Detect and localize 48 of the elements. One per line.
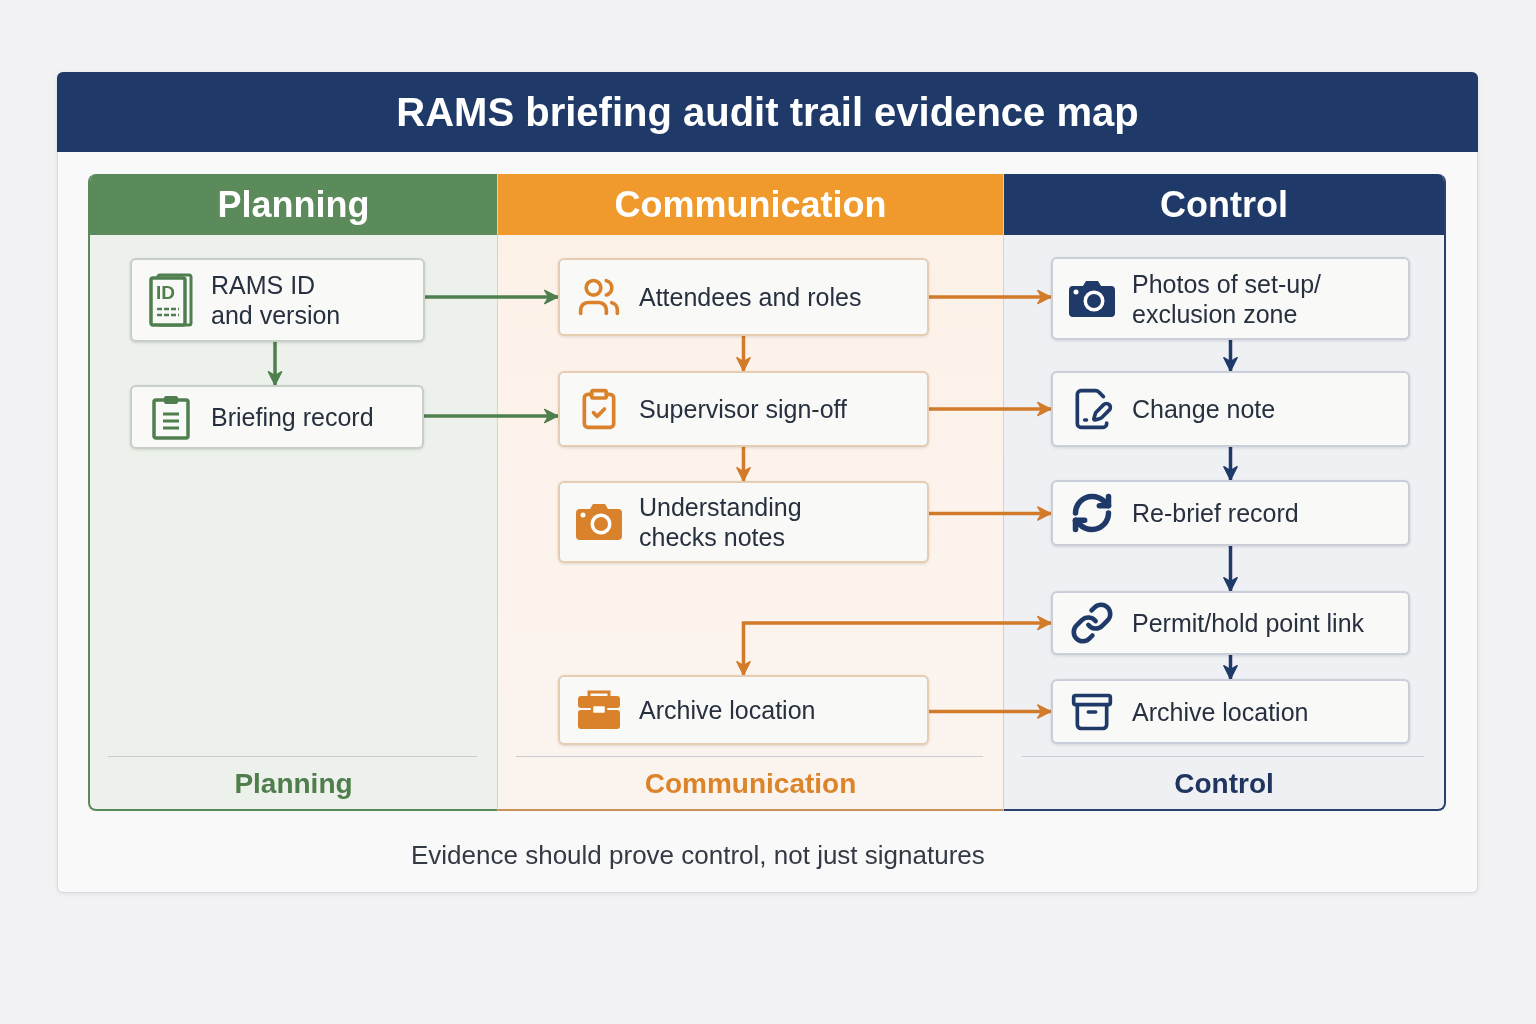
arrow [929, 401, 1052, 417]
node-label: Supervisor sign-off [639, 394, 847, 424]
arrow [422, 408, 559, 424]
lane-footer-label: Communication [643, 767, 858, 801]
arrow [1223, 655, 1238, 680]
node-label: Understanding checks notes [639, 492, 803, 552]
lane-header: Control [1004, 174, 1444, 235]
arrow [736, 615, 1052, 676]
node-label: RAMS ID and version [211, 270, 342, 330]
arrow [736, 447, 751, 482]
arrow [929, 506, 1052, 521]
node-label: Archive location [639, 695, 816, 725]
node-label: Photos of set-up/ exclusion zone [1132, 268, 1322, 329]
arrow [423, 289, 559, 305]
evidence-box [558, 258, 929, 336]
title-bar: RAMS briefing audit trail evidence map [57, 72, 1478, 152]
evidence-box [558, 371, 929, 447]
node-label: Re-brief record [1132, 498, 1299, 528]
caption: Evidence should prove control, not just signatures [411, 839, 985, 872]
lane-header: Communication [498, 174, 1003, 235]
arrow [736, 336, 751, 372]
node-label: Briefing record [211, 402, 374, 432]
arrow [1223, 546, 1238, 592]
evidence-box [1051, 480, 1410, 546]
node-label: Archive location [1132, 696, 1309, 727]
evidence-box [1051, 679, 1410, 744]
swimlane [88, 174, 498, 811]
node-label: Attendees and roles [639, 282, 862, 312]
arrow [929, 704, 1052, 719]
evidence-box [558, 675, 929, 745]
arrow [1223, 340, 1238, 372]
lane-footer-label: Control [1173, 767, 1275, 801]
arrow [1223, 447, 1238, 481]
lane-footer-label: Planning [233, 767, 354, 801]
evidence-box [558, 481, 929, 563]
id-label: ID [156, 283, 175, 302]
swimlane [498, 174, 1004, 811]
evidence-box [1051, 371, 1410, 447]
evidence-box [130, 385, 424, 449]
node-label: Change note [1132, 394, 1276, 424]
evidence-box [1051, 591, 1410, 655]
evidence-box [1051, 257, 1410, 340]
arrow [267, 342, 283, 386]
arrow [929, 289, 1052, 305]
swimlane [1004, 174, 1446, 811]
node-label: Permit/hold point link [1132, 608, 1365, 638]
evidence-box [130, 258, 425, 342]
lane-header: Planning [90, 174, 497, 235]
